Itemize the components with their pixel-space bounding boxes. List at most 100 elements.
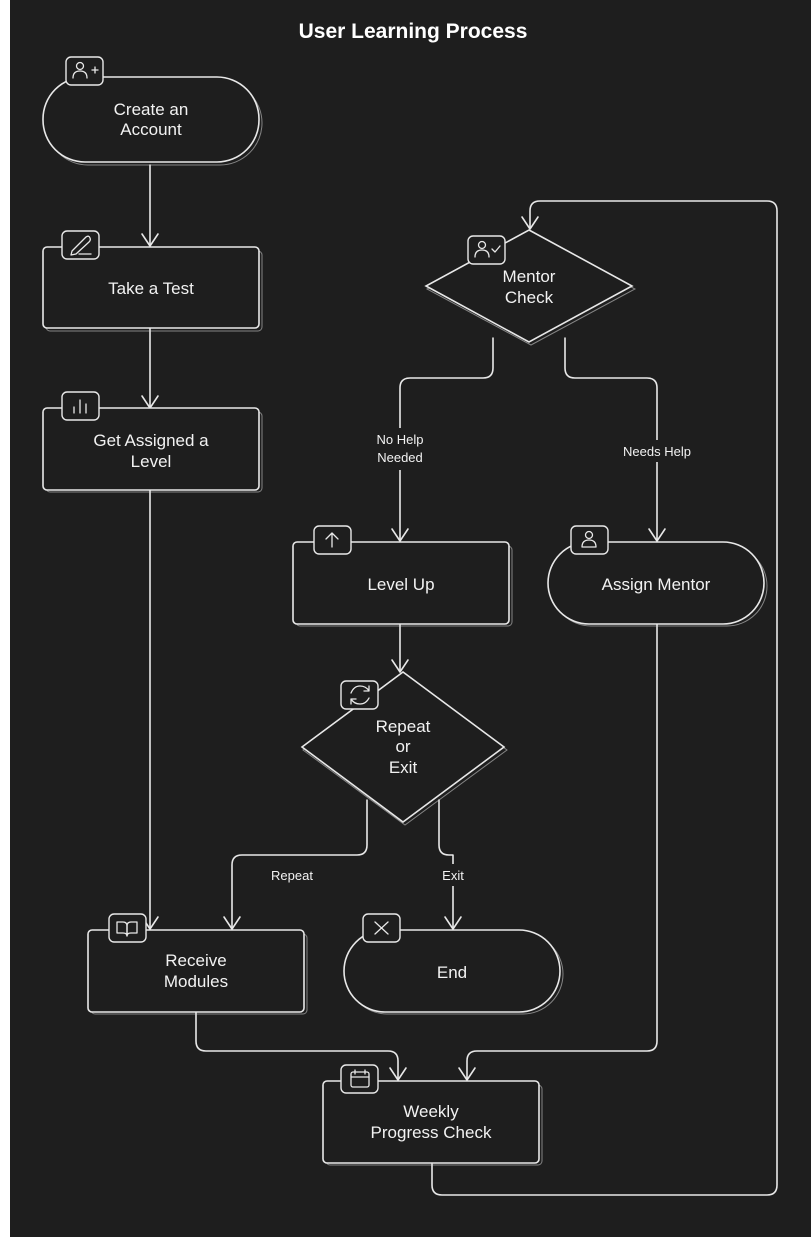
icon-stroke xyxy=(491,245,501,253)
connector-weekly-to-mentor xyxy=(431,200,778,1196)
arrowhead xyxy=(223,916,241,930)
node-shape xyxy=(292,541,510,625)
icon-frame xyxy=(340,680,379,710)
icon-stroke xyxy=(474,249,490,258)
icon-stroke xyxy=(350,1071,370,1088)
node-shape xyxy=(42,76,260,163)
node-label-line: Exit xyxy=(389,758,418,777)
user-check-icon xyxy=(467,235,506,265)
node-shape xyxy=(42,246,260,329)
node-take-test[interactable]: Take a Test xyxy=(42,230,263,332)
user-icon xyxy=(570,525,609,555)
arrowhead xyxy=(391,528,409,542)
icon-stroke xyxy=(91,66,99,74)
node-label-line: Mentor xyxy=(503,267,556,286)
node-shape xyxy=(343,929,561,1013)
diagram-title: User Learning Process xyxy=(299,20,528,43)
icon-stroke xyxy=(350,1069,370,1078)
icon-stroke xyxy=(325,532,339,548)
edge-label-line: No Help xyxy=(377,432,424,447)
arrow-up-icon xyxy=(313,525,352,555)
node-create-account[interactable]: Create an Account xyxy=(42,56,263,166)
node-weekly-progress-check[interactable]: Weekly Progress Check xyxy=(322,1064,543,1166)
edge-label-exit: Exit xyxy=(429,864,477,886)
node-label-line: Take a Test xyxy=(108,279,194,298)
node-label-line: End xyxy=(437,963,467,982)
arrowhead xyxy=(141,233,159,247)
node-label-line: Assign Mentor xyxy=(602,575,711,594)
edge-label-line: Repeat xyxy=(271,868,313,883)
book-icon xyxy=(108,913,147,943)
icon-frame xyxy=(467,235,506,265)
icon-stroke xyxy=(70,235,91,256)
icon-frame xyxy=(61,230,100,260)
icon-frame xyxy=(340,1064,379,1094)
icon-stroke xyxy=(126,921,138,937)
edge-label-background xyxy=(604,440,710,462)
edge-label-no-help-needed: No Help Needed xyxy=(360,428,440,470)
edge-label-background xyxy=(258,864,326,886)
connector-repeat-to-modules xyxy=(231,799,368,928)
node-label-line: Receive xyxy=(165,951,226,970)
node-receive-modules[interactable]: Receive Modules xyxy=(87,913,308,1015)
connector-modules-to-weekly xyxy=(195,1010,399,1079)
node-shape xyxy=(87,929,305,1013)
arrowhead xyxy=(648,528,666,542)
node-end[interactable]: End xyxy=(343,913,564,1015)
diagram-canvas: User Learning Process xyxy=(10,0,811,1237)
icon-stroke xyxy=(584,530,594,540)
icon-stroke xyxy=(72,70,88,79)
node-label-line: Account xyxy=(120,120,182,139)
icon-stroke xyxy=(350,685,370,694)
arrowhead xyxy=(458,1067,476,1081)
flowchart: User Learning Process xyxy=(42,20,778,1196)
node-repeat-or-exit[interactable]: Repeat or Exit xyxy=(300,671,508,826)
icon-frame xyxy=(65,56,104,86)
icon-stroke xyxy=(374,921,389,935)
node-label-line: Progress Check xyxy=(371,1123,492,1142)
edge-label-line: Exit xyxy=(442,868,464,883)
node-label-line: Modules xyxy=(164,972,228,991)
close-icon xyxy=(362,913,401,943)
node-shape xyxy=(322,1080,540,1164)
node-label-line: Level xyxy=(131,452,172,471)
icon-stroke xyxy=(75,61,85,71)
node-level-up[interactable]: Level Up xyxy=(292,525,513,627)
node-label-line: Check xyxy=(505,288,554,307)
edge-label-background xyxy=(360,428,440,470)
node-label-line: Repeat xyxy=(376,717,431,736)
edge-label-line: Needed xyxy=(377,450,423,465)
node-label-line: or xyxy=(395,737,410,756)
node-shape xyxy=(424,229,634,343)
arrowhead xyxy=(391,659,409,673)
arrowhead xyxy=(521,216,539,230)
node-assign-mentor[interactable]: Assign Mentor xyxy=(547,525,768,627)
node-get-assigned-level[interactable]: Get Assigned a Level xyxy=(42,391,263,493)
edge-label-line: Needs Help xyxy=(623,444,691,459)
edge-label-needs-help: Needs Help xyxy=(604,440,710,462)
connector-repeat-to-end xyxy=(438,799,454,928)
node-shape xyxy=(547,541,765,625)
pencil-icon xyxy=(61,230,100,260)
arrowhead xyxy=(444,916,462,930)
icon-stroke xyxy=(581,539,597,548)
node-label-line: Get Assigned a xyxy=(93,431,209,450)
icon-stroke xyxy=(477,240,487,250)
node-label-line: Weekly xyxy=(403,1102,459,1121)
edge-label-background xyxy=(429,864,477,886)
calendar-icon xyxy=(340,1064,379,1094)
refresh-icon xyxy=(340,680,379,710)
node-label-line: Level Up xyxy=(367,575,434,594)
connector-mentor-to-assign xyxy=(564,337,658,540)
user-plus-icon xyxy=(65,56,104,86)
node-mentor-check[interactable]: Mentor Check xyxy=(424,229,637,346)
icon-stroke xyxy=(350,697,370,705)
connector-mentor-to-levelup xyxy=(399,337,494,540)
node-label-line: Create an xyxy=(114,100,189,119)
icon-stroke xyxy=(73,399,87,414)
bar-chart-icon xyxy=(61,391,100,421)
connector-assign-to-weekly xyxy=(466,623,658,1079)
arrowhead xyxy=(389,1067,407,1081)
edge-label-repeat: Repeat xyxy=(258,864,326,886)
node-shape xyxy=(42,407,260,491)
